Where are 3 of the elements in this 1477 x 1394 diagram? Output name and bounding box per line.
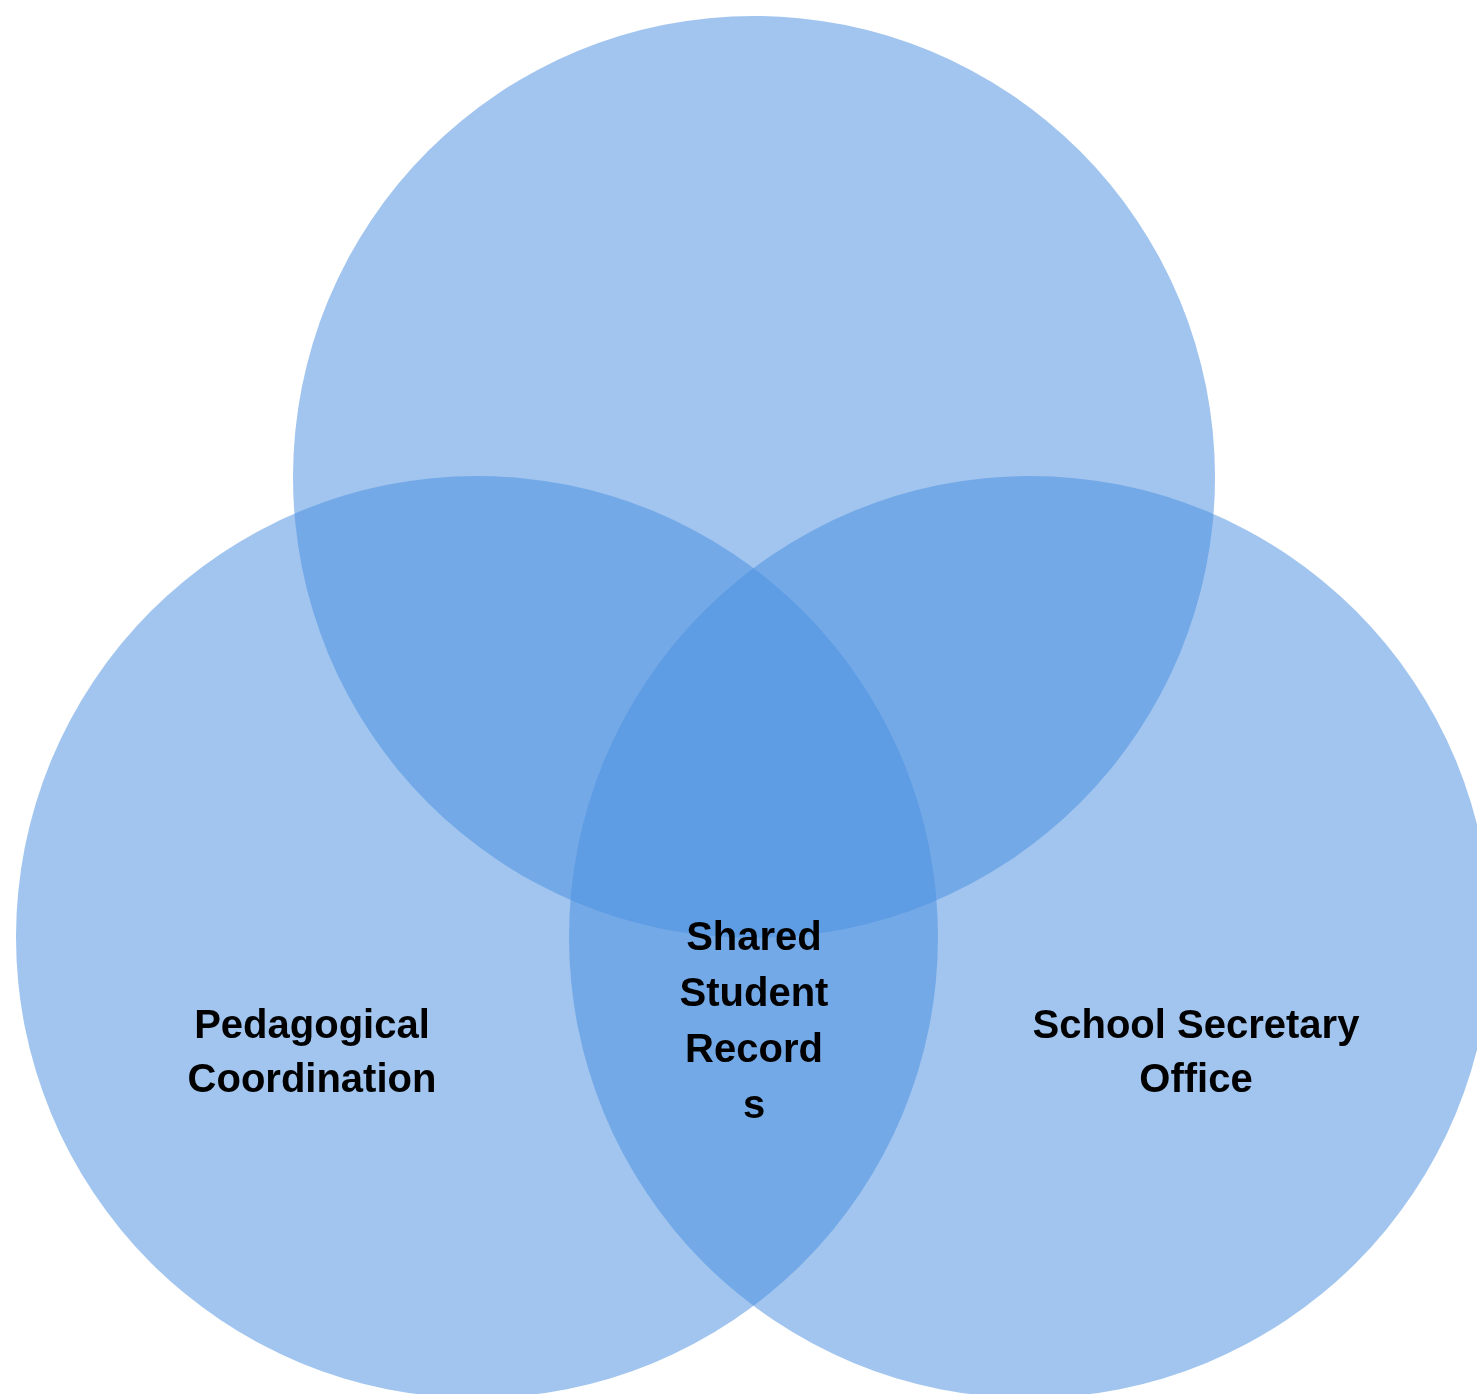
circle-label: Pedagogical Coordination xyxy=(186,1001,438,1102)
circle-label: School Secretary Office xyxy=(1031,1001,1361,1102)
overlap-label: Shared Student Records xyxy=(678,913,830,1128)
